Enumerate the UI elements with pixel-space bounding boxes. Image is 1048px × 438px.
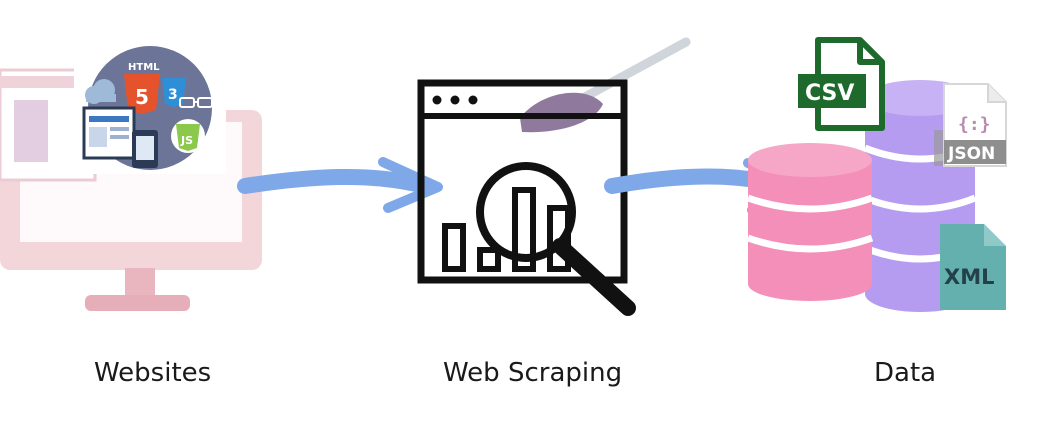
bar-chart-icon [442,187,571,272]
web-tech-collage: HTML 5 3 [74,44,226,174]
xml-label: XML [944,265,994,289]
css3-icon: 3 [162,78,186,107]
svg-text:5: 5 [135,85,149,109]
js-icon: JS [171,119,205,153]
data-illustration: CSV {:} JSON XML [746,37,1007,312]
magnifying-glass-icon [476,162,636,316]
database-pink-icon [746,143,874,301]
phone-icon [132,130,158,168]
websites-illustration: HTML 5 3 [0,44,262,311]
json-file-icon: {:} JSON [934,83,1007,167]
stage-label-data: Data [874,358,937,388]
scraper-tool-icon [520,37,691,133]
flow-arrow-1 [237,168,433,194]
js-text: JS [180,134,193,147]
csv-label: CSV [805,81,854,106]
html5-icon: HTML 5 [124,62,160,114]
laptop-icon [82,106,136,160]
xml-file-icon: XML [940,224,1006,310]
cloud-icon [85,79,116,104]
flow-arrowhead-1 [378,157,443,213]
stage-label-web-scraping: Web Scraping [443,358,623,388]
html-text: HTML [128,62,160,73]
glasses-icon [179,97,213,108]
json-glyph: {:} [958,114,991,135]
json-label: JSON [947,144,995,164]
stage-label-websites: Websites [94,358,212,388]
svg-text:3: 3 [168,87,178,103]
web-scraping-illustration [417,37,691,316]
csv-file-icon: CSV [798,37,885,131]
